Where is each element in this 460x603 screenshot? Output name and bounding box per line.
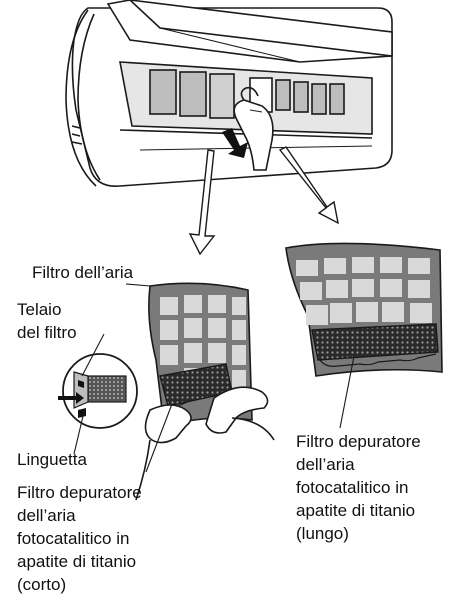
label-linguetta: Linguetta xyxy=(17,450,87,469)
label-lungo-line4: apatite di titanio xyxy=(296,501,416,520)
hollow-arrows xyxy=(188,146,339,256)
label-lungo-line2: dell’aria xyxy=(296,455,355,474)
label-lungo-line5: (lungo) xyxy=(296,524,349,543)
air-filter-right xyxy=(285,242,443,377)
label-corto-line1: Filtro depuratore xyxy=(17,483,142,502)
hands-icon xyxy=(135,386,275,501)
label-corto-line2: dell’aria xyxy=(17,506,76,525)
label-telaio-line2: del filtro xyxy=(17,323,77,342)
leader-lines xyxy=(73,283,355,473)
label-lungo-line3: fotocatalitico in xyxy=(296,478,409,497)
air-conditioner-unit xyxy=(65,0,393,187)
label-corto-line5: (corto) xyxy=(17,575,67,594)
label-corto-line3: fotocatalitico in xyxy=(17,529,130,548)
label-telaio-line1: Telaio xyxy=(17,300,62,319)
arrow-down-icon xyxy=(222,128,248,158)
label-corto-line4: apatite di titanio xyxy=(17,552,137,571)
hand-icon xyxy=(233,86,274,171)
magnifier-circle-icon xyxy=(58,353,138,429)
label-filtro-aria: Filtro dell’aria xyxy=(32,263,134,282)
label-lungo-line1: Filtro depuratore xyxy=(296,432,421,451)
installed-filters xyxy=(149,69,345,119)
